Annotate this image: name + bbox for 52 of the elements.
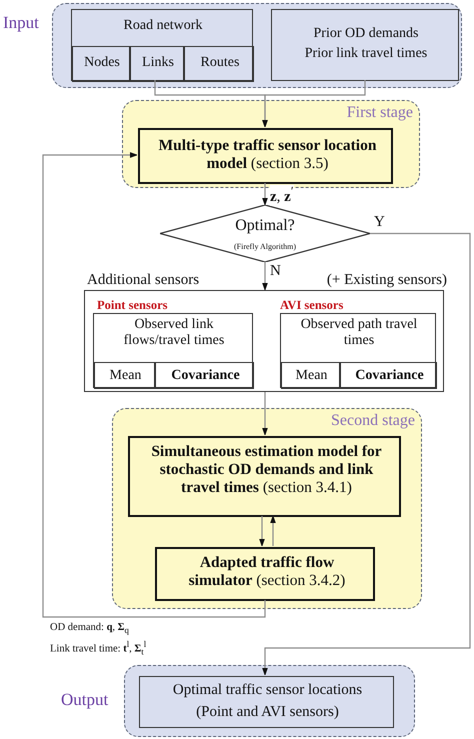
arrow xyxy=(262,232,471,676)
group-label: Second stage xyxy=(330,412,415,431)
label: (Point and AVI sensors) xyxy=(195,704,340,722)
arrow xyxy=(42,152,266,618)
label: Road network xyxy=(122,18,204,35)
group-label: Input xyxy=(3,13,40,34)
label: Links xyxy=(141,55,175,72)
subtitle: (Firefly Algorithm) xyxy=(233,242,297,253)
output-box xyxy=(139,676,394,728)
label: (+ Existing sensors) xyxy=(326,272,447,290)
label: Routes xyxy=(200,55,240,72)
table-cell xyxy=(130,46,184,82)
arrow xyxy=(270,516,276,546)
process-box xyxy=(155,547,375,601)
label: Covariance xyxy=(170,368,241,385)
label: Nodes xyxy=(83,55,121,72)
label: Optimal traffic sensor locations xyxy=(172,682,364,700)
table-cell xyxy=(94,362,155,389)
label: Additional sensors xyxy=(87,272,200,290)
process-box xyxy=(138,128,393,184)
label: Adapted traffic flow simulator (section 3.4.2) xyxy=(188,554,346,591)
table-cell xyxy=(281,362,340,389)
arrow xyxy=(262,392,268,436)
edge-label: OD demand: q, Σ$_{q}$ xyxy=(50,622,129,636)
arrow xyxy=(259,516,265,546)
label: Observed path travel times xyxy=(300,317,418,350)
table-cell xyxy=(184,46,254,82)
table-cell xyxy=(340,362,437,389)
label: Observed link flows/travel times xyxy=(122,317,226,350)
label: Optimal? xyxy=(234,217,296,236)
label: Covariance xyxy=(354,368,425,385)
label: Prior link travel times xyxy=(304,46,428,63)
group-label: First stage xyxy=(346,104,413,123)
edge-label: z, z$^{′}$ xyxy=(270,185,294,206)
label: Mean xyxy=(108,368,142,385)
arrow xyxy=(262,80,366,128)
label: Simultaneous estimation model for stochastic OD demands and link travel times (section 3.4.1) xyxy=(151,443,382,498)
label: Prior OD demands xyxy=(312,26,420,43)
stage-group xyxy=(112,408,422,609)
table-cell xyxy=(155,362,254,389)
road-network-table xyxy=(71,9,253,81)
input-box xyxy=(271,9,459,81)
label: Multi-type traffic sensor location model (section 3.5) xyxy=(158,137,377,174)
arrow xyxy=(262,262,268,290)
arrow xyxy=(262,183,268,206)
section-heading: AVI sensors xyxy=(280,298,344,314)
process-box xyxy=(128,436,401,517)
stage-group xyxy=(122,100,420,188)
table-cell xyxy=(72,46,130,82)
section-heading: Point sensors xyxy=(97,298,168,314)
label: Mean xyxy=(294,368,328,385)
group-label: Output xyxy=(61,690,110,711)
